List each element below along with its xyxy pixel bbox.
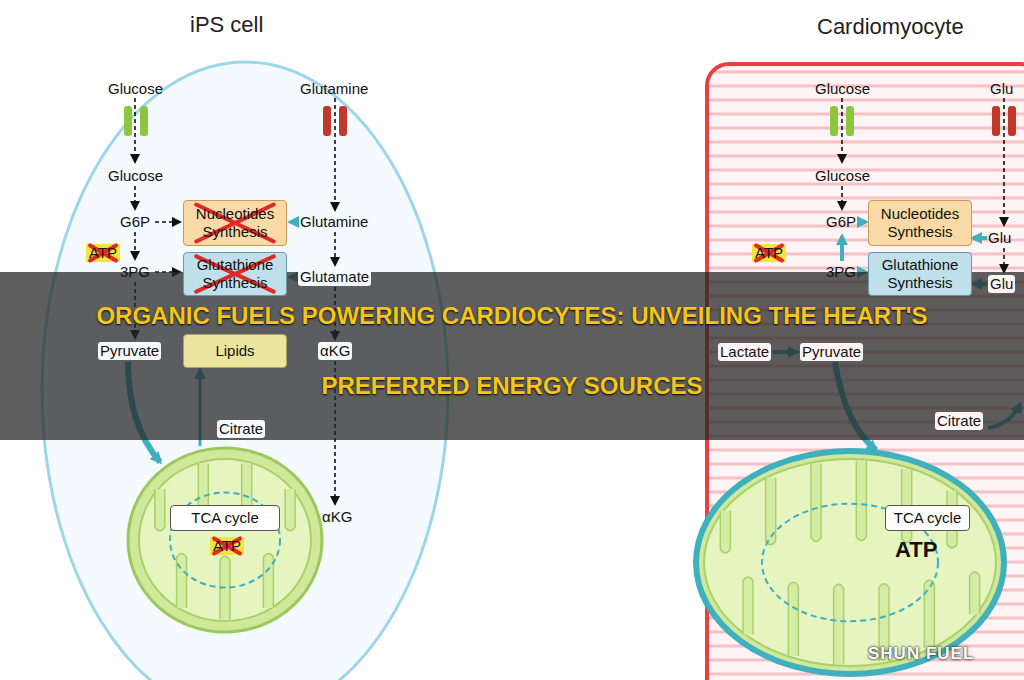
cell-heading: Cardiomyocyte bbox=[817, 14, 964, 40]
shape-label: Citrate bbox=[935, 412, 983, 430]
box-label: TCA cycle bbox=[894, 509, 962, 527]
pathway-box: Nucleotides Synthesis bbox=[183, 200, 287, 246]
pathway-box: Glutathione Synthesis bbox=[183, 252, 287, 296]
metabolite-label: G6P bbox=[826, 213, 856, 231]
metabolite-label: Pyruvate bbox=[98, 342, 161, 360]
blocked-cross bbox=[210, 537, 244, 555]
box-label: TCA cycle bbox=[191, 509, 259, 527]
cell-outline bbox=[705, 62, 1024, 680]
pathway-box: Nucleotides Synthesis bbox=[868, 200, 972, 246]
metabolite-label: 3PG bbox=[826, 263, 856, 281]
cell-outline: iPS cellNucleotides SynthesisGlutathione… bbox=[40, 60, 450, 680]
blocked-cross bbox=[86, 244, 120, 262]
metabolite-label: 3PG bbox=[120, 263, 150, 281]
blocked-cross bbox=[752, 244, 786, 262]
box-label: Nucleotides Synthesis bbox=[873, 205, 967, 241]
metabolite-label: Glucose bbox=[815, 80, 870, 98]
tca-box: TCA cycle bbox=[170, 505, 280, 531]
atp-badge: ATP bbox=[86, 244, 120, 262]
shape-label: ATP bbox=[895, 537, 937, 563]
metabolite-label: G6P bbox=[120, 213, 150, 231]
shape-label: Citrate bbox=[217, 420, 265, 438]
atp-badge: ATP bbox=[752, 244, 786, 262]
cell-heading: iPS cell bbox=[190, 12, 263, 38]
box-label: Lipids bbox=[215, 342, 254, 360]
metabolite-label: Glutamine bbox=[300, 80, 368, 98]
pathway-box: Lipids bbox=[183, 334, 287, 368]
metabolite-label: Glu bbox=[990, 80, 1013, 98]
metabolite-label: Glu bbox=[988, 275, 1015, 293]
cell-outline bbox=[40, 60, 450, 680]
title: ORGANIC FUELS POWERING CARDIOCYTES: UNVE… bbox=[96, 302, 927, 399]
metabolite-label: Pyruvate bbox=[800, 343, 863, 361]
metabolite-label: αKG bbox=[318, 342, 352, 360]
metabolite-label: Glucose bbox=[108, 167, 163, 185]
pathway-box: Glutathione Synthesis bbox=[868, 252, 972, 296]
metabolite-label: αKG bbox=[322, 508, 352, 526]
box-label: Glutathione Synthesis bbox=[188, 256, 282, 292]
metabolite-label: Glucose bbox=[815, 167, 870, 185]
shape-label: ATP bbox=[210, 537, 244, 555]
mitochondrion: CitrateATPTCA cycle bbox=[125, 445, 325, 635]
metabolite-label: Glucose bbox=[108, 80, 163, 98]
title-block: ORGANIC FUELS POWERING CARDIOCYTES: UNVE… bbox=[40, 281, 984, 421]
box-label: Nucleotides Synthesis bbox=[188, 205, 282, 241]
metabolite-label: Glutamine bbox=[300, 213, 368, 231]
watermark: SHUN FUEL bbox=[868, 645, 974, 663]
cell-outline: CardiomyocyteNucleotides SynthesisGlutat… bbox=[705, 62, 1024, 680]
metabolite-label: Lactate bbox=[718, 343, 771, 361]
metabolite-label: Glu bbox=[988, 229, 1011, 247]
metabolite-label: Glutamate bbox=[298, 268, 371, 286]
box-label: Glutathione Synthesis bbox=[873, 256, 967, 292]
tca-box: TCA cycle bbox=[885, 505, 970, 531]
